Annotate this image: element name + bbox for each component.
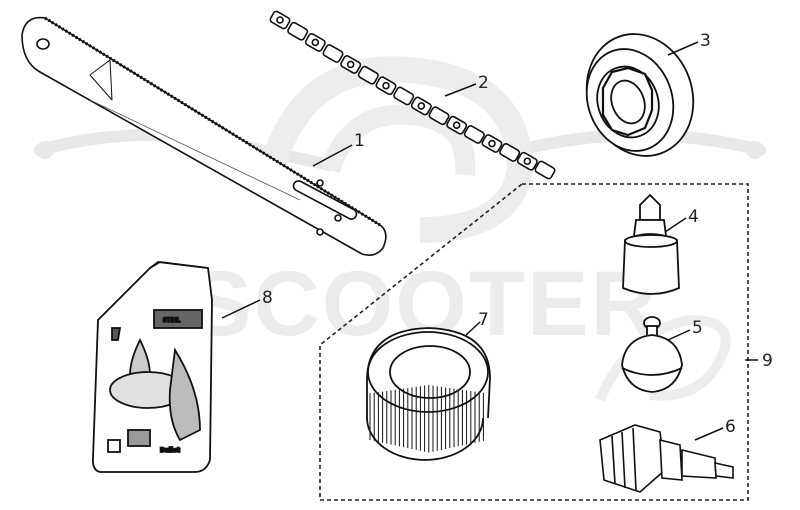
chain-link <box>428 106 450 126</box>
chain-rivet <box>276 16 284 24</box>
chain-rivet <box>417 102 426 110</box>
spark-plug <box>599 424 734 493</box>
chain-link <box>357 65 379 85</box>
callout-3: 3 <box>700 31 711 51</box>
leader-lines <box>221 41 758 441</box>
chain-link <box>287 21 309 41</box>
fuel-filter <box>622 193 680 295</box>
callout-2: 2 <box>478 73 489 93</box>
chain-rivet <box>382 81 390 90</box>
callout-labels: 1 2 3 4 5 6 7 8 9 <box>262 31 773 437</box>
callout-8: 8 <box>262 288 273 308</box>
callout-4: 4 <box>688 207 699 227</box>
sprocket-drum <box>585 33 695 157</box>
oil-bottle: STIHL Bullet <box>91 261 213 473</box>
chain-rivet <box>311 38 320 47</box>
guide-bar <box>21 16 387 256</box>
saw-chain <box>269 10 556 180</box>
chain-link <box>534 160 556 180</box>
chain-rivet <box>523 157 532 166</box>
callout-6: 6 <box>725 417 736 437</box>
chain-rivet <box>452 121 461 129</box>
oil-bottle-brand: STIHL <box>163 317 181 324</box>
chain-link <box>322 44 344 63</box>
primer-bulb <box>621 316 683 393</box>
chain-link <box>463 125 485 144</box>
callout-9: 9 <box>762 351 773 371</box>
chain-rivet <box>346 60 355 69</box>
chain-link <box>393 86 415 106</box>
chain-rivet <box>488 139 496 148</box>
chain-link <box>499 143 521 162</box>
kit-group-outline <box>319 183 749 501</box>
oil-bottle-label: Bullet <box>160 447 180 454</box>
callout-1: 1 <box>354 131 365 151</box>
air-filter <box>366 327 491 461</box>
bar-nose-hole <box>36 38 50 50</box>
callout-5: 5 <box>692 318 703 338</box>
callout-7: 7 <box>478 310 489 330</box>
